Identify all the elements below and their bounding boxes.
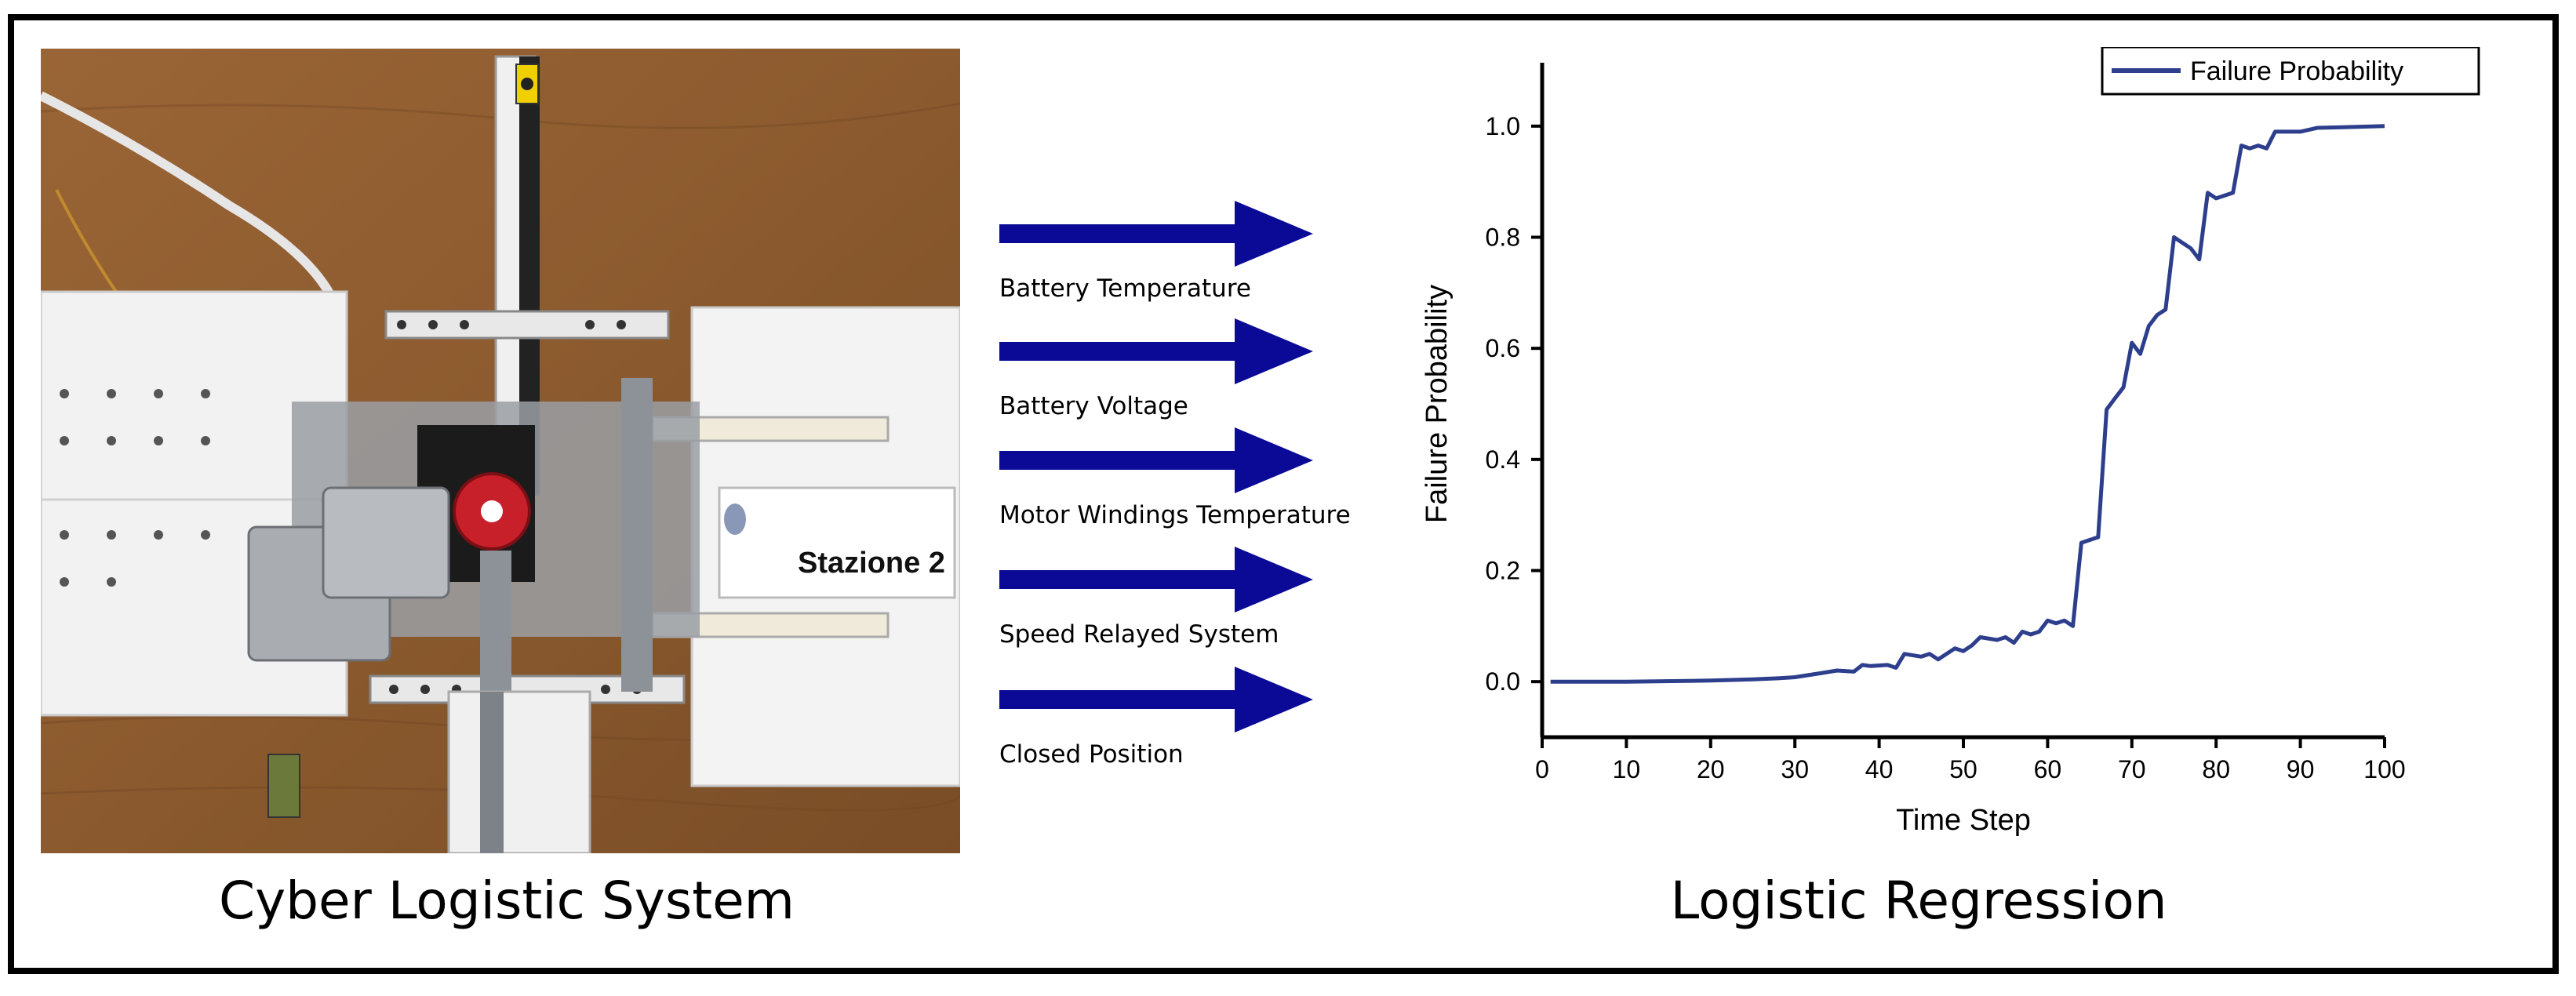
failure-probability-chart: 0 10 20 30 40 50 60 70 80 90 100 0.0 0.2 0.4 0.6 0.8 1.0…: [1396, 47, 2526, 855]
x-tick-label: 30: [1781, 755, 1809, 783]
x-tick-label: 80: [2202, 755, 2230, 783]
y-tick-label: 1.0: [1486, 112, 1520, 140]
y-tick-label: 0.6: [1486, 334, 1520, 362]
x-tick-label: 20: [1697, 755, 1725, 783]
input-label: Battery Voltage: [999, 392, 1188, 420]
arrow-icon: [999, 318, 1313, 384]
input-arrow-2: Battery Voltage: [999, 317, 1329, 420]
left-caption: Cyber Logistic System: [219, 871, 795, 931]
arrow-icon: [999, 547, 1313, 613]
y-tick-label: 0.8: [1486, 224, 1520, 252]
input-arrow-1: Battery Temperature: [999, 199, 1329, 303]
x-tick-label: 60: [2034, 755, 2062, 783]
arrow-icon: [999, 427, 1313, 493]
chart-svg: 0 10 20 30 40 50 60 70 80 90 100 0.0 0.2 0.4 0.6 0.8 1.0…: [1421, 47, 2480, 837]
x-axis-label: Time Step: [1896, 804, 2031, 837]
input-arrow-3: Motor Windings Temperature: [999, 426, 1351, 529]
input-arrow-4: Speed Relayed System: [999, 545, 1329, 649]
y-tick-label: 0.2: [1486, 557, 1520, 585]
input-label: Motor Windings Temperature: [999, 501, 1351, 529]
input-arrow-5: Closed Position: [999, 665, 1329, 769]
station-sign-text: Stazione 2: [798, 547, 945, 580]
legend-label: Failure Probability: [2190, 56, 2403, 86]
right-caption: Logistic Regression: [1670, 871, 2167, 931]
y-tick-label: 0.0: [1486, 667, 1520, 696]
input-label: Speed Relayed System: [999, 620, 1279, 649]
x-tick-label: 70: [2118, 755, 2146, 783]
input-label: Closed Position: [999, 740, 1184, 769]
figure-frame: [8, 14, 2559, 974]
arrow-icon: [999, 667, 1313, 732]
x-tick-label: 90: [2287, 755, 2315, 783]
x-tick-label: 0: [1535, 755, 1549, 783]
photo-illustration: Stazione 2: [41, 49, 960, 853]
y-tick-label: 0.4: [1486, 445, 1520, 474]
x-tick-label: 100: [2363, 755, 2405, 783]
system-photo: Stazione 2: [41, 49, 960, 853]
series-line-failure-probability: [1550, 124, 2385, 684]
y-axis-label: Failure Probability: [1421, 285, 1454, 523]
arrow-icon: [999, 201, 1313, 267]
input-label: Battery Temperature: [999, 274, 1251, 303]
x-tick-label: 50: [1949, 755, 1977, 783]
x-tick-label: 10: [1613, 755, 1641, 783]
x-tick-label: 40: [1865, 755, 1894, 783]
